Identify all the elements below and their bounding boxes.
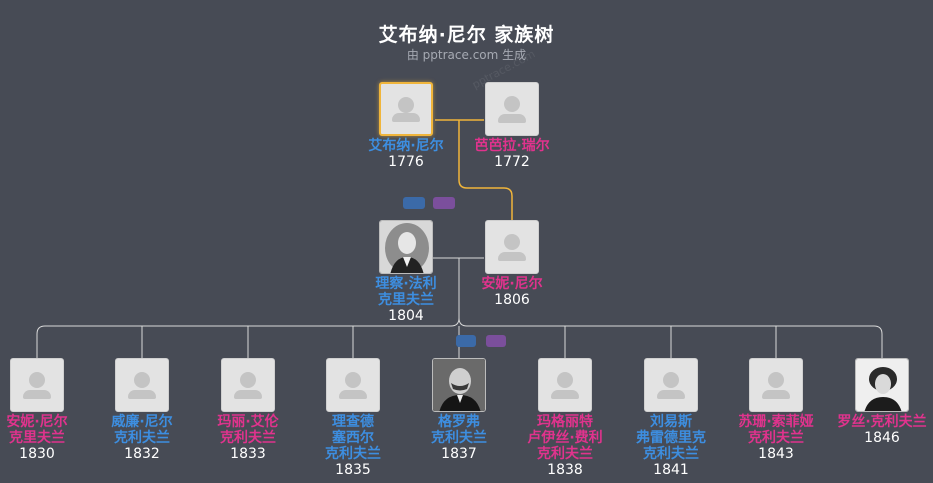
person-placeholder-icon bbox=[379, 82, 433, 136]
child-name-line: 克利夫兰 bbox=[537, 446, 593, 462]
child-name-line: 罗丝·克利夫兰 bbox=[837, 414, 927, 430]
person-birth-year: 1806 bbox=[494, 292, 530, 308]
child-name-line: 玛丽·艾伦 bbox=[217, 414, 279, 430]
child-name-line: 安妮·尼尔 bbox=[6, 414, 68, 430]
person-node-father[interactable]: 理察·法利 克里夫兰 1804 bbox=[351, 220, 461, 324]
person-placeholder-icon bbox=[749, 358, 803, 412]
child-name-line: 克里夫兰 bbox=[9, 430, 65, 446]
child-name-line: 理查德 bbox=[332, 414, 374, 430]
portrait-photo-icon bbox=[432, 358, 486, 412]
child-birth-year: 1832 bbox=[124, 446, 160, 462]
child-name-line: 克利夫兰 bbox=[325, 446, 381, 462]
expand-chip-icon[interactable] bbox=[433, 197, 455, 209]
connector-line bbox=[458, 120, 513, 220]
person-placeholder-icon bbox=[221, 358, 275, 412]
child-name-line: 克利夫兰 bbox=[748, 430, 804, 446]
person-birth-year: 1772 bbox=[494, 154, 530, 170]
person-name: 芭芭拉·瑞尔 bbox=[474, 138, 550, 154]
portrait-photo-icon bbox=[855, 358, 909, 412]
child-birth-year: 1843 bbox=[758, 446, 794, 462]
person-placeholder-icon bbox=[115, 358, 169, 412]
person-placeholder-icon bbox=[538, 358, 592, 412]
connector-line bbox=[458, 317, 883, 358]
child-name-line: 克利夫兰 bbox=[114, 430, 170, 446]
child-name-line: 苏珊·索菲娅 bbox=[738, 414, 814, 430]
child-name-line: 格罗弗 bbox=[438, 414, 480, 430]
child-birth-year: 1837 bbox=[441, 446, 477, 462]
person-birth-year: 1776 bbox=[388, 154, 424, 170]
child-birth-year: 1838 bbox=[547, 462, 583, 478]
connector-line bbox=[36, 317, 460, 358]
person-placeholder-icon bbox=[10, 358, 64, 412]
person-node-grandfather[interactable]: 艾布纳·尼尔 1776 bbox=[351, 82, 461, 170]
child-birth-year: 1846 bbox=[864, 430, 900, 446]
child-birth-year: 1841 bbox=[653, 462, 689, 478]
person-name-line-1: 理察·法利 bbox=[375, 276, 437, 292]
page-subtitle: 由 pptrace.com 生成 bbox=[406, 48, 527, 62]
expand-chip-icon[interactable] bbox=[403, 197, 425, 209]
expand-chip-icon[interactable] bbox=[456, 335, 476, 347]
child-name-line: 威廉·尼尔 bbox=[111, 414, 173, 430]
portrait-photo-icon bbox=[379, 220, 433, 274]
page-title: 艾布纳·尼尔 家族树 bbox=[378, 24, 555, 46]
person-name-line-2: 克里夫兰 bbox=[378, 292, 434, 308]
child-name-line: 卢伊丝·费利 bbox=[527, 430, 603, 446]
child-name-line: 克利夫兰 bbox=[431, 430, 487, 446]
person-placeholder-icon bbox=[485, 82, 539, 136]
person-birth-year: 1804 bbox=[388, 308, 424, 324]
expand-chip-icon[interactable] bbox=[486, 335, 506, 347]
person-node-grandmother[interactable]: 芭芭拉·瑞尔 1772 bbox=[457, 82, 567, 170]
person-placeholder-icon bbox=[644, 358, 698, 412]
person-placeholder-icon bbox=[485, 220, 539, 274]
child-birth-year: 1833 bbox=[230, 446, 266, 462]
child-name-line: 克利夫兰 bbox=[220, 430, 276, 446]
child-name-line: 克利夫兰 bbox=[643, 446, 699, 462]
child-name-line: 弗雷德里克 bbox=[636, 430, 706, 446]
child-name-line: 塞西尔 bbox=[332, 430, 374, 446]
child-name-line: 刘易斯 bbox=[650, 414, 692, 430]
person-name: 艾布纳·尼尔 bbox=[368, 138, 444, 154]
child-birth-year: 1835 bbox=[335, 462, 371, 478]
person-node-mother[interactable]: 安妮·尼尔 1806 bbox=[457, 220, 567, 308]
person-placeholder-icon bbox=[326, 358, 380, 412]
person-name: 安妮·尼尔 bbox=[481, 276, 543, 292]
child-birth-year: 1830 bbox=[19, 446, 55, 462]
child-name-line: 玛格丽特 bbox=[537, 414, 593, 430]
